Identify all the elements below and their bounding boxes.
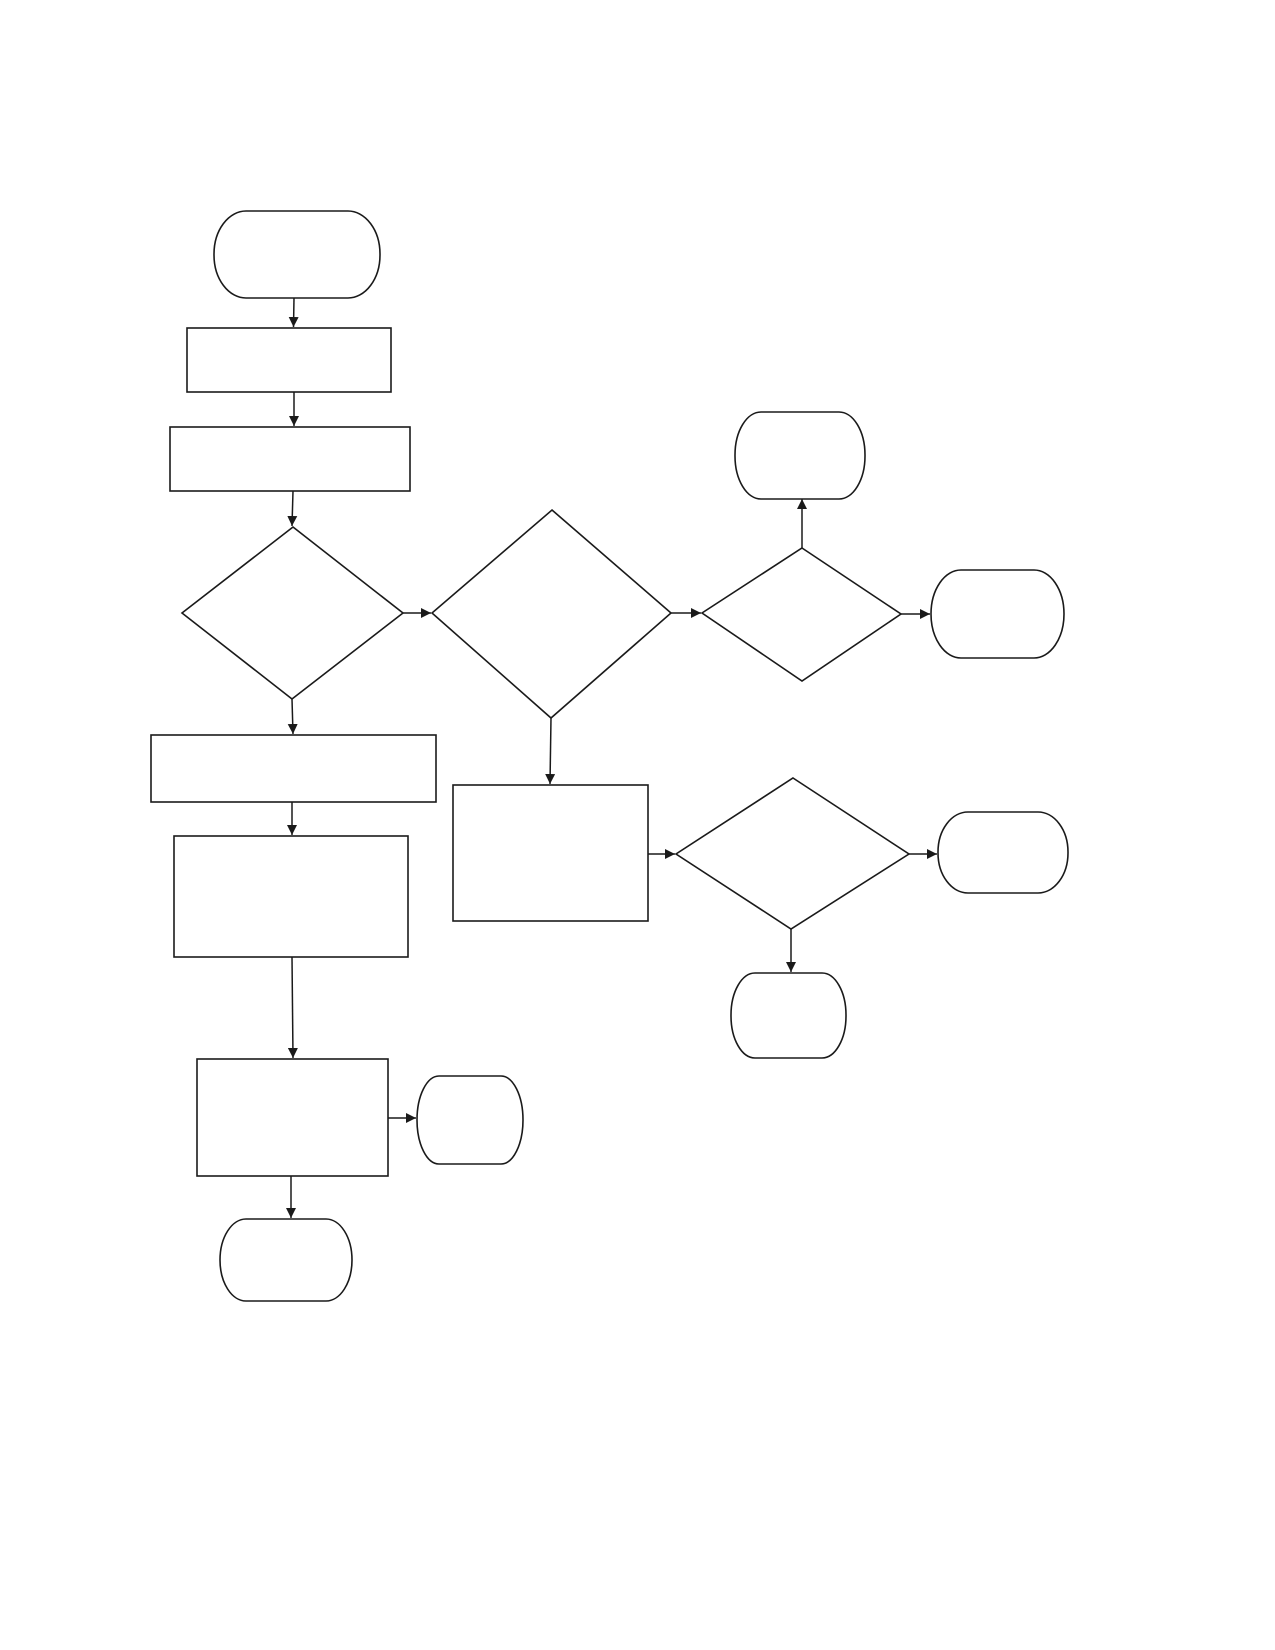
node-process-2[interactable]: [169, 426, 411, 492]
node-terminator-top-right[interactable]: [734, 411, 866, 500]
edge-process-2-to-decision-1: [287, 490, 298, 527]
edge-start-to-process-1: [288, 297, 299, 328]
node-terminator-mid-bottom[interactable]: [730, 972, 847, 1059]
node-start[interactable]: [213, 210, 381, 299]
node-terminator-right[interactable]: [930, 569, 1065, 659]
edge-decision-1-to-process-3: [287, 698, 298, 735]
node-decision-3[interactable]: [700, 547, 903, 682]
node-process-4[interactable]: [173, 835, 409, 958]
node-process-6[interactable]: [196, 1058, 389, 1177]
nodes: [150, 210, 1069, 1302]
node-process-5[interactable]: [452, 784, 649, 922]
node-decision-2[interactable]: [430, 508, 673, 720]
edge-process-4-to-process-6: [287, 956, 298, 1059]
node-decision-4[interactable]: [674, 777, 911, 930]
connectors: [286, 297, 937, 1218]
node-terminator-mid-right[interactable]: [937, 811, 1069, 894]
node-process-3[interactable]: [150, 734, 437, 803]
node-terminator-side[interactable]: [416, 1075, 524, 1165]
node-terminator-end[interactable]: [219, 1218, 353, 1302]
edge-decision-2-to-process-5: [545, 717, 556, 785]
node-decision-1[interactable]: [180, 525, 405, 701]
node-process-1[interactable]: [186, 327, 392, 393]
